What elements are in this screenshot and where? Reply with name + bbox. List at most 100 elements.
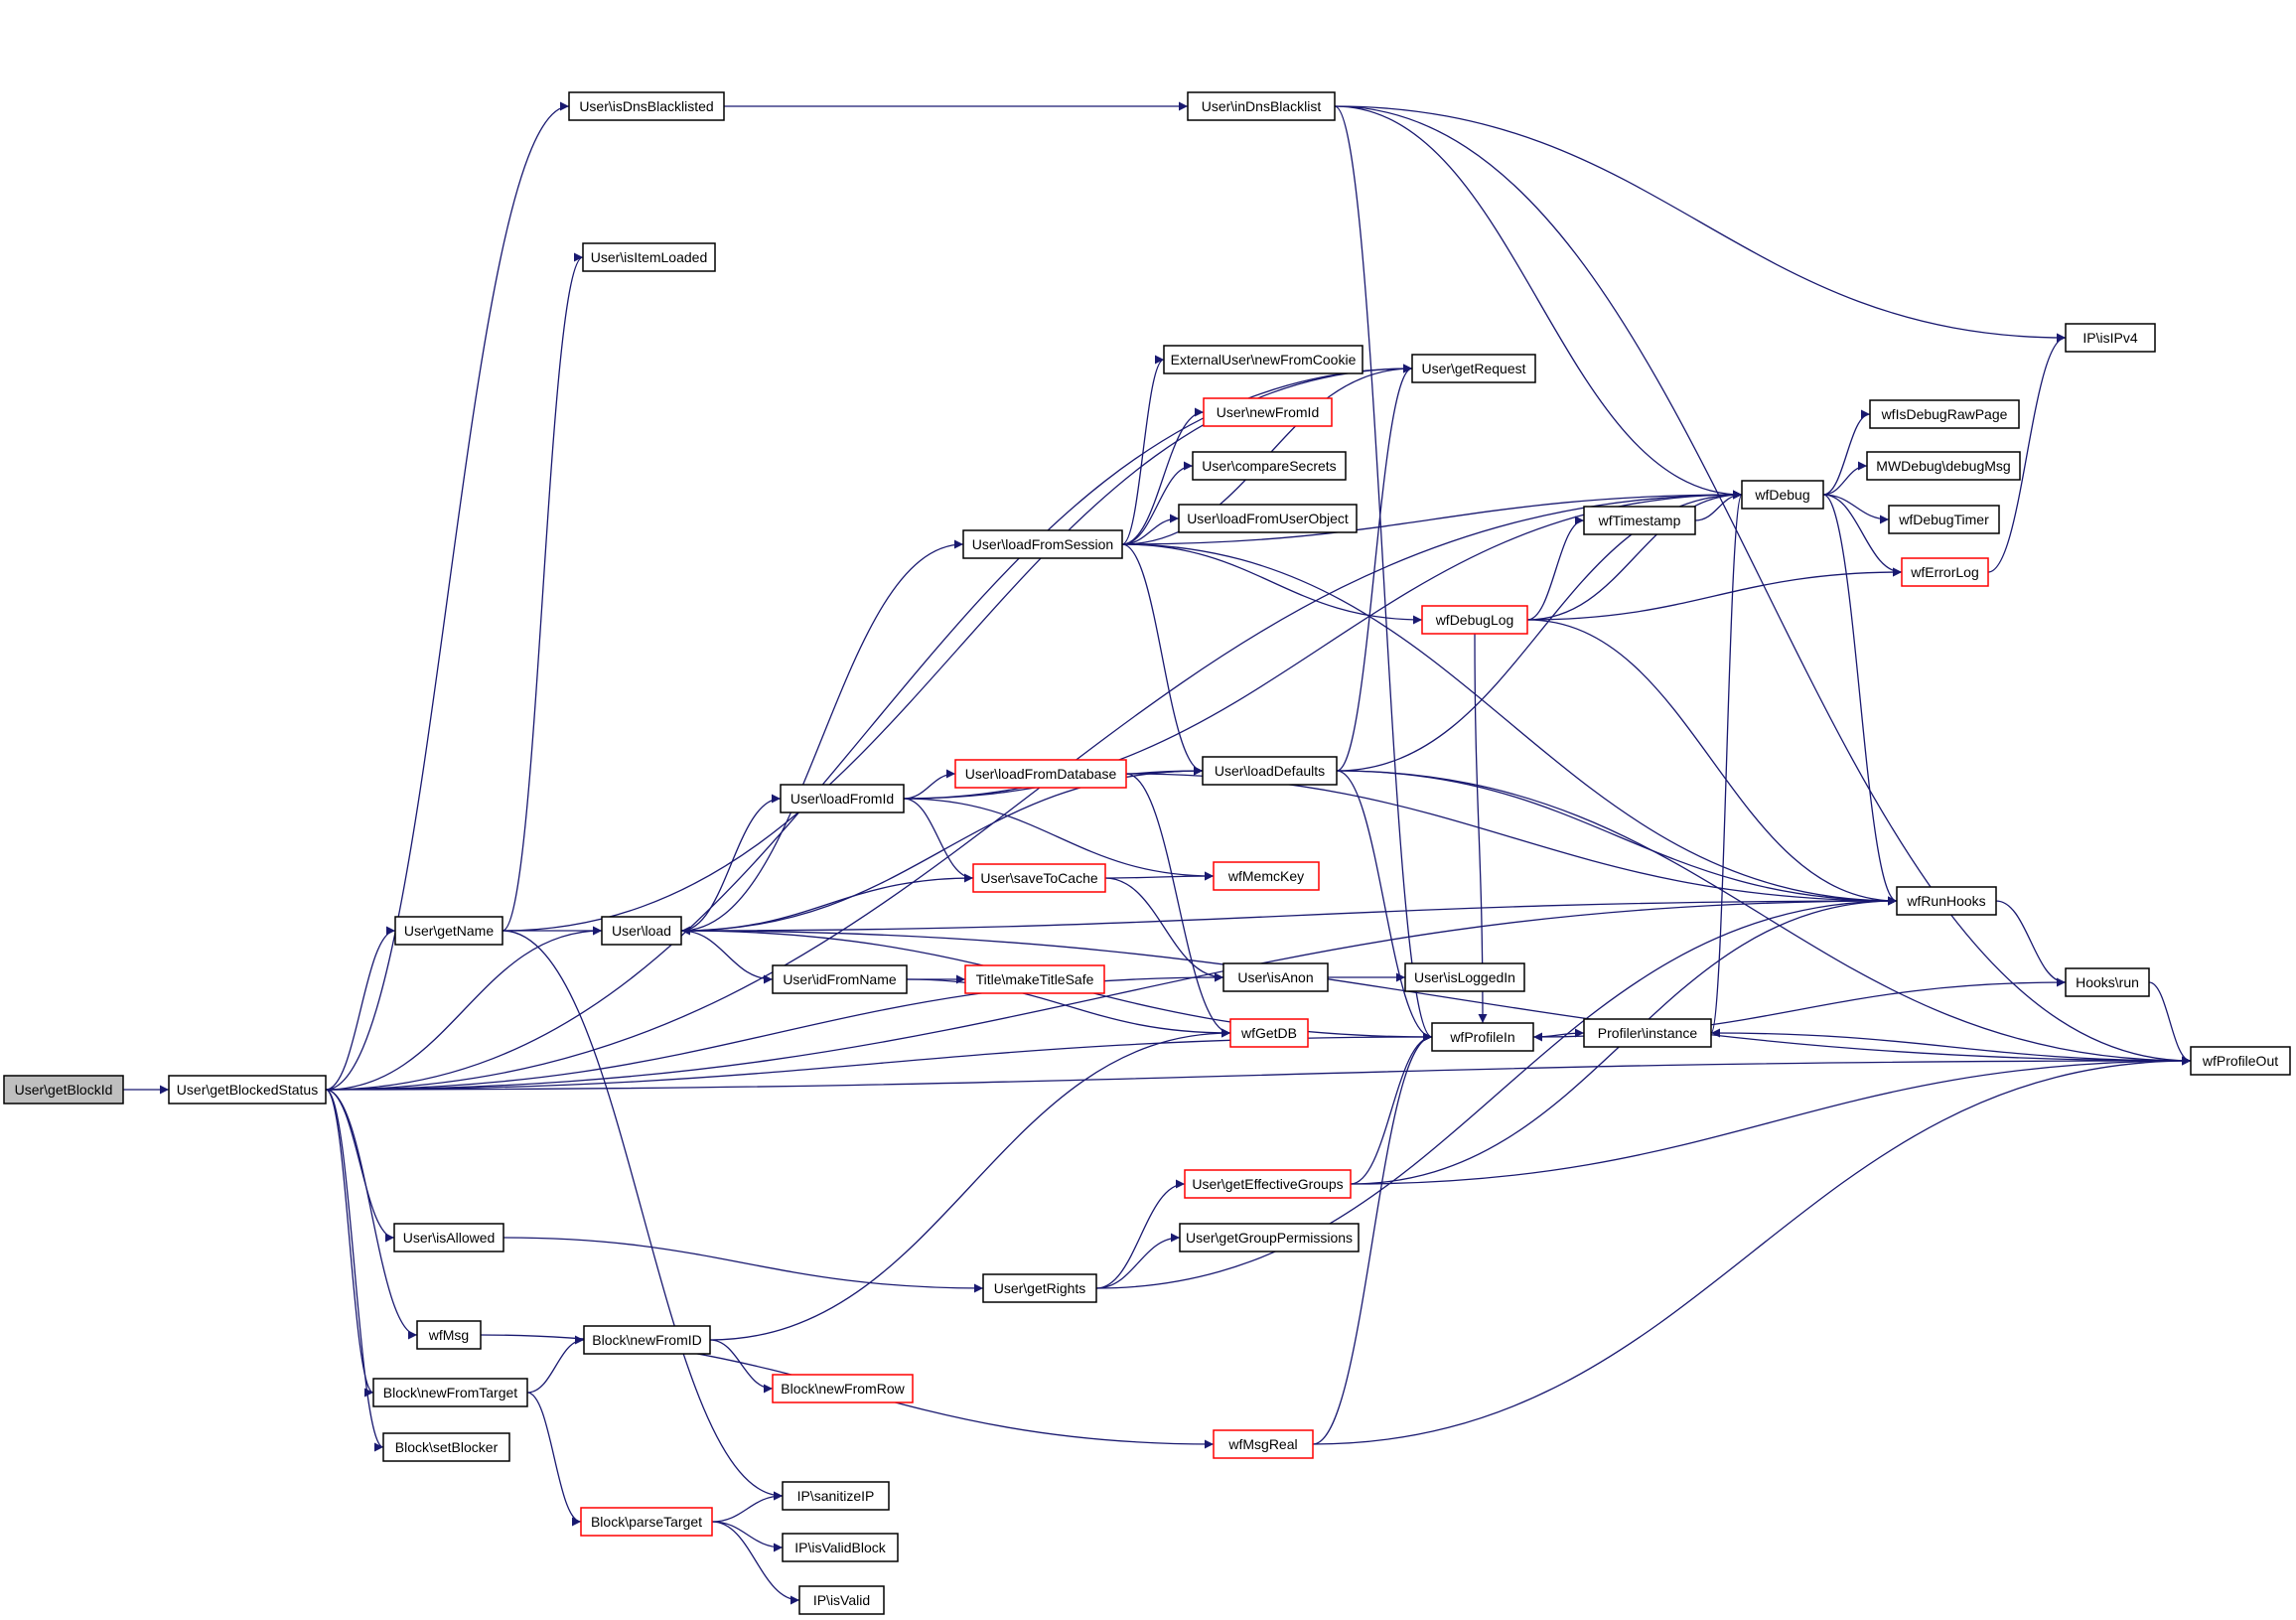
node-wfMsg[interactable]: wfMsg	[416, 1320, 482, 1350]
node-wfDebug[interactable]: wfDebug	[1741, 480, 1824, 510]
node-box[interactable]	[972, 863, 1106, 893]
node-box[interactable]	[1888, 505, 2000, 534]
node-wfTimestamp[interactable]: wfTimestamp	[1583, 506, 1696, 535]
node-box[interactable]	[782, 1533, 899, 1562]
node-box[interactable]	[568, 91, 725, 121]
node-box[interactable]	[1213, 1429, 1314, 1459]
node-isIPv4[interactable]: IP\isIPv4	[2065, 323, 2156, 353]
node-compareSecrets[interactable]: User\compareSecrets	[1192, 451, 1347, 481]
node-box[interactable]	[954, 759, 1127, 789]
node-box[interactable]	[962, 529, 1123, 559]
node-loadDefaults[interactable]: User\loadDefaults	[1202, 756, 1338, 786]
node-isItemLoaded[interactable]: User\isItemLoaded	[582, 242, 716, 272]
node-newFromId[interactable]: User\newFromId	[1203, 397, 1333, 427]
node-wfIsDebugRawPage[interactable]: wfIsDebugRawPage	[1869, 399, 2020, 429]
node-box[interactable]	[3, 1075, 124, 1105]
node-loadFromDatabase[interactable]: User\loadFromDatabase	[954, 759, 1127, 789]
node-wfDebugLog[interactable]: wfDebugLog	[1421, 605, 1528, 635]
node-box[interactable]	[1866, 451, 2021, 481]
node-getBlockedStatus[interactable]: User\getBlockedStatus	[168, 1075, 327, 1105]
node-box[interactable]	[168, 1075, 327, 1105]
node-blockNewFromID[interactable]: Block\newFromID	[583, 1325, 711, 1355]
node-wfDebugTimer[interactable]: wfDebugTimer	[1888, 505, 2000, 534]
node-box[interactable]	[416, 1320, 482, 1350]
node-setBlocker[interactable]: Block\setBlocker	[382, 1432, 510, 1462]
node-box[interactable]	[582, 242, 716, 272]
node-getName[interactable]: User\getName	[394, 916, 503, 946]
node-box[interactable]	[1411, 354, 1536, 383]
node-box[interactable]	[394, 916, 503, 946]
node-loadFromUserObject[interactable]: User\loadFromUserObject	[1178, 504, 1358, 533]
node-inDnsBlacklist[interactable]: User\inDnsBlacklist	[1187, 91, 1336, 121]
node-box[interactable]	[1163, 345, 1363, 374]
node-wfMemcKey[interactable]: wfMemcKey	[1213, 861, 1320, 891]
node-box[interactable]	[1213, 861, 1320, 891]
node-getRights[interactable]: User\getRights	[982, 1273, 1097, 1303]
node-isAnon[interactable]: User\isAnon	[1222, 962, 1329, 992]
node-extNewFromCookie[interactable]: ExternalUser\newFromCookie	[1163, 345, 1363, 374]
node-isValid[interactable]: IP\isValid	[798, 1585, 885, 1615]
node-box[interactable]	[580, 1507, 713, 1537]
node-box[interactable]	[1192, 451, 1347, 481]
node-wfProfileOut[interactable]: wfProfileOut	[2190, 1046, 2291, 1076]
node-box[interactable]	[1179, 1223, 1360, 1252]
node-box[interactable]	[1741, 480, 1824, 510]
node-box[interactable]	[1901, 557, 1989, 587]
node-blockNewFromRow[interactable]: Block\newFromRow	[772, 1374, 914, 1403]
node-getEffectiveGroups[interactable]: User\getEffectiveGroups	[1184, 1169, 1352, 1199]
node-getRequest[interactable]: User\getRequest	[1411, 354, 1536, 383]
node-getBlockId[interactable]: User\getBlockId	[3, 1075, 124, 1105]
node-saveToCache[interactable]: User\saveToCache	[972, 863, 1106, 893]
node-box[interactable]	[1229, 1018, 1309, 1048]
node-box[interactable]	[2190, 1046, 2291, 1076]
node-box[interactable]	[782, 1481, 890, 1511]
node-isDnsBlacklisted[interactable]: User\isDnsBlacklisted	[568, 91, 725, 121]
node-isLoggedIn[interactable]: User\isLoggedIn	[1404, 962, 1525, 992]
node-box[interactable]	[1184, 1169, 1352, 1199]
node-box[interactable]	[601, 916, 682, 946]
node-box[interactable]	[1896, 886, 1997, 916]
node-box[interactable]	[1583, 506, 1696, 535]
node-hooksRun[interactable]: Hooks\run	[2065, 967, 2150, 997]
node-box[interactable]	[1187, 91, 1336, 121]
node-wfProfileIn[interactable]: wfProfileIn	[1431, 1022, 1534, 1052]
node-box[interactable]	[1583, 1018, 1712, 1048]
node-isAllowed[interactable]: User\isAllowed	[393, 1223, 504, 1252]
node-box[interactable]	[1869, 399, 2020, 429]
node-blockNewFromTarget[interactable]: Block\newFromTarget	[372, 1378, 528, 1407]
node-wfErrorLog[interactable]: wfErrorLog	[1901, 557, 1989, 587]
node-box[interactable]	[372, 1378, 528, 1407]
node-loadFromSession[interactable]: User\loadFromSession	[962, 529, 1123, 559]
node-box[interactable]	[1421, 605, 1528, 635]
node-box[interactable]	[1404, 962, 1525, 992]
node-box[interactable]	[1203, 397, 1333, 427]
node-getGroupPermissions[interactable]: User\getGroupPermissions	[1179, 1223, 1360, 1252]
node-box[interactable]	[772, 1374, 914, 1403]
node-box[interactable]	[780, 784, 905, 813]
node-box[interactable]	[964, 964, 1105, 994]
node-box[interactable]	[1222, 962, 1329, 992]
node-box[interactable]	[1202, 756, 1338, 786]
node-box[interactable]	[393, 1223, 504, 1252]
node-load[interactable]: User\load	[601, 916, 682, 946]
node-box[interactable]	[1178, 504, 1358, 533]
node-parseTarget[interactable]: Block\parseTarget	[580, 1507, 713, 1537]
node-box[interactable]	[1431, 1022, 1534, 1052]
node-wfGetDB[interactable]: wfGetDB	[1229, 1018, 1309, 1048]
node-box[interactable]	[382, 1432, 510, 1462]
node-makeTitleSafe[interactable]: Title\makeTitleSafe	[964, 964, 1105, 994]
node-wfRunHooks[interactable]: wfRunHooks	[1896, 886, 1997, 916]
node-wfMsgReal[interactable]: wfMsgReal	[1213, 1429, 1314, 1459]
node-box[interactable]	[2065, 323, 2156, 353]
node-loadFromId[interactable]: User\loadFromId	[780, 784, 905, 813]
node-isValidBlock[interactable]: IP\isValidBlock	[782, 1533, 899, 1562]
node-box[interactable]	[798, 1585, 885, 1615]
node-profilerInstance[interactable]: Profiler\instance	[1583, 1018, 1712, 1048]
node-box[interactable]	[982, 1273, 1097, 1303]
node-box[interactable]	[583, 1325, 711, 1355]
node-mwDebugMsg[interactable]: MWDebug\debugMsg	[1866, 451, 2021, 481]
node-box[interactable]	[772, 964, 908, 994]
node-idFromName[interactable]: User\idFromName	[772, 964, 908, 994]
node-box[interactable]	[2065, 967, 2150, 997]
node-sanitizeIP[interactable]: IP\sanitizeIP	[782, 1481, 890, 1511]
